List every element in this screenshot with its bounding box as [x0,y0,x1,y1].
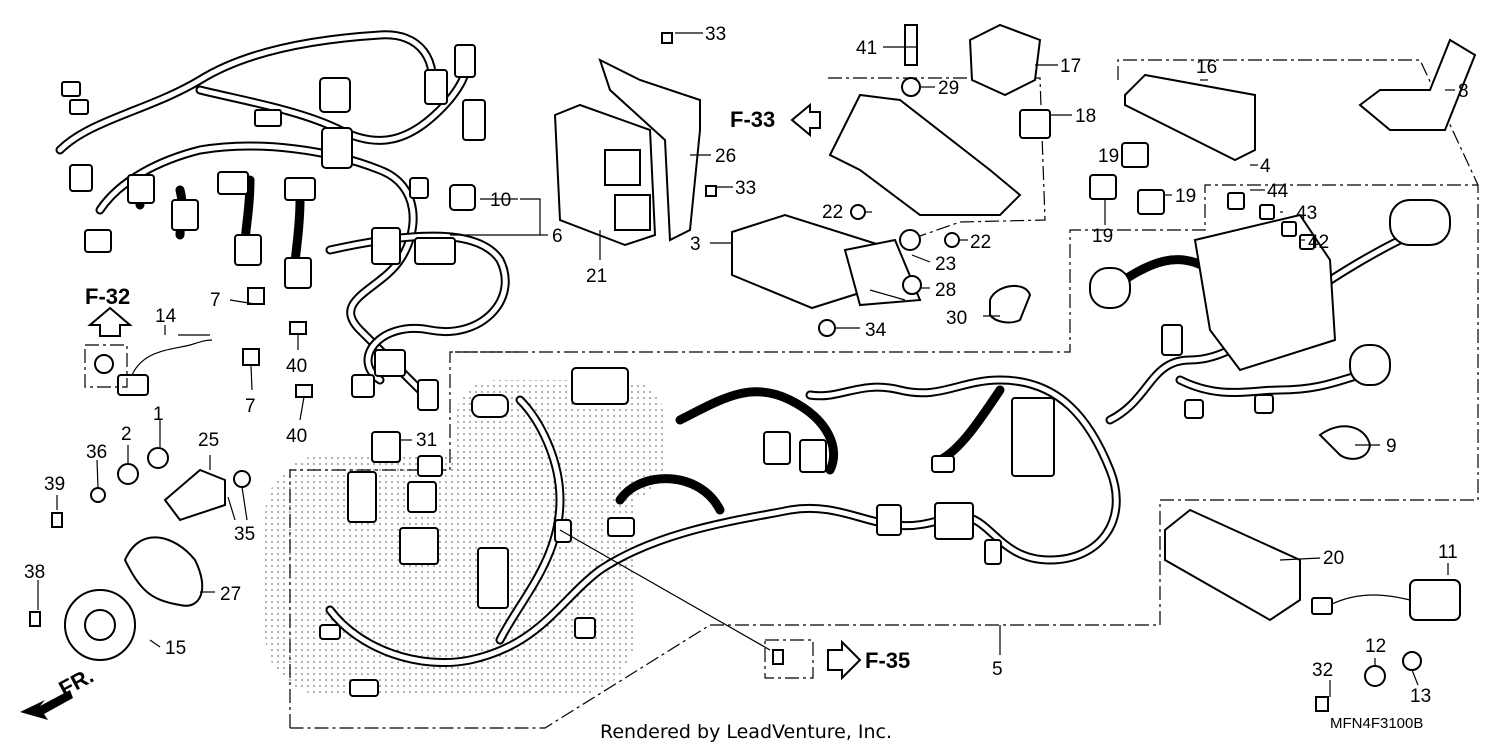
callout-11: 11 [1438,542,1458,563]
callout-7b: 7 [245,396,256,417]
callout-33b: 33 [735,178,756,199]
callout-6: 6 [552,226,563,247]
callout-35: 35 [234,524,255,545]
components [29,23,1477,712]
callout-16: 16 [1196,57,1217,78]
callout-41: 41 [856,38,877,59]
callout-1: 1 [153,404,164,425]
callout-20: 20 [1323,548,1344,569]
callout-44: 44 [1267,181,1289,202]
callout-30: 30 [946,308,967,329]
ref-f35: F-35 [865,648,910,673]
callout-32: 32 [1312,660,1333,681]
callout-17: 17 [1060,56,1081,77]
callout-13: 13 [1410,686,1431,707]
callout-22b: 22 [970,232,991,253]
callout-10: 10 [490,190,511,211]
callout-28: 28 [935,280,956,301]
callout-34: 34 [865,320,887,341]
leader-lines [20,32,1455,720]
ref-f32: F-32 [85,284,130,309]
callout-36: 36 [86,442,107,463]
callout-5: 5 [992,659,1003,680]
sub-harness-6 [55,30,510,411]
callout-31: 31 [416,430,437,451]
callout-19b: 19 [1175,186,1196,207]
callout-14: 14 [155,306,177,327]
relay-10 [449,184,476,211]
callouts: 33 33 26 21 41 29 17 18 16 8 19 19 19 4 … [24,24,1469,707]
callout-33a: 33 [705,24,726,45]
shading [265,380,665,695]
callout-29: 29 [938,78,959,99]
callout-8: 8 [1458,81,1469,102]
callout-4: 4 [1260,156,1271,177]
callout-19c: 19 [1092,226,1113,247]
credit-text: Rendered by LeadVenture, Inc. [600,721,892,743]
group-frames [289,59,1479,729]
callout-12: 12 [1365,636,1386,657]
callout-21: 21 [586,266,607,287]
callout-38: 38 [24,562,45,583]
ref-f33: F-33 [730,107,775,132]
callout-23: 23 [935,254,956,275]
callout-3: 3 [690,234,701,255]
callout-19a: 19 [1098,146,1119,167]
callout-18: 18 [1075,106,1096,127]
callout-27: 27 [220,584,241,605]
callout-9: 9 [1386,436,1397,457]
callout-39: 39 [44,474,65,495]
callout-40b: 40 [286,426,307,447]
callout-2: 2 [121,424,132,445]
callout-22a: 22 [822,202,843,223]
callout-25: 25 [198,430,219,451]
callout-42: 42 [1308,232,1329,253]
diagram-code: MFN4F3100B [1330,715,1423,732]
callout-15: 15 [165,638,186,659]
callout-43: 43 [1296,203,1317,224]
callout-7a: 7 [210,290,221,311]
fuse-box [1193,213,1337,372]
callout-26: 26 [715,146,736,167]
main-harness-5 [319,199,1451,697]
callout-40a: 40 [286,356,307,377]
